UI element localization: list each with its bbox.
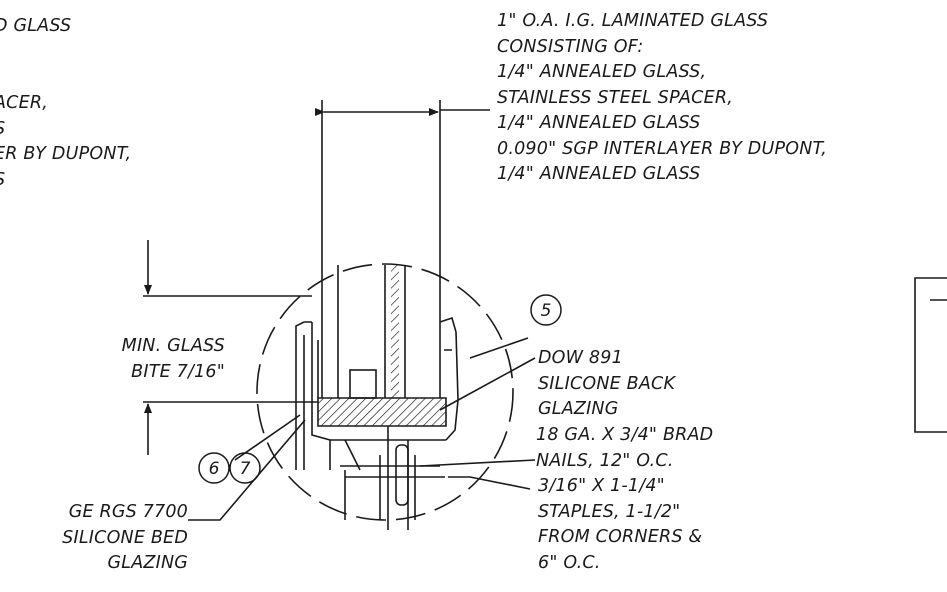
frame-right-stop xyxy=(439,316,459,441)
partial-box xyxy=(914,277,947,433)
spacer xyxy=(349,369,377,399)
leader-staples xyxy=(448,476,531,490)
left-partial-callout: D GLASS , ACER, S ER BY DUPONT, S xyxy=(0,16,132,190)
bed-glazing-callout: GE RGS 7700 SILICONE BED GLAZING xyxy=(62,502,188,573)
leader-back-glazing xyxy=(439,357,536,411)
keynote-tag-6 xyxy=(198,452,230,484)
keynote-tag-6-label: 6 xyxy=(209,459,220,479)
back-glazing-callout: DOW 891 SILICONE BACK GLAZING xyxy=(538,348,676,419)
frame-left-profile xyxy=(295,321,331,470)
detail-circle xyxy=(256,263,514,521)
nail-slot xyxy=(395,444,409,506)
brad-nails-callout: 18 GA. X 3/4" BRAD NAILS, 12" O.C. xyxy=(536,425,714,471)
leader-bed-glazing xyxy=(188,419,306,521)
glass-callout: 1" O.A. I.G. LAMINATED GLASS CONSISTING … xyxy=(497,11,828,184)
leader-brad-nails xyxy=(419,459,536,467)
sgp-interlayer xyxy=(391,265,399,398)
staples-callout: 3/16" X 1-1/4" STAPLES, 1-1/2" FROM CORN… xyxy=(538,476,703,573)
leader-tag-5 xyxy=(469,337,529,359)
frame-web xyxy=(330,426,446,530)
bite-callout: MIN. GLASS BITE 7/16" xyxy=(121,336,225,382)
keynote-tag-7 xyxy=(229,452,261,484)
silicone-setting-block xyxy=(317,397,447,427)
keynote-tag-7-label: 7 xyxy=(240,459,251,479)
keynote-tag-5 xyxy=(530,294,562,326)
keynote-tag-5-label: 5 xyxy=(541,301,552,321)
